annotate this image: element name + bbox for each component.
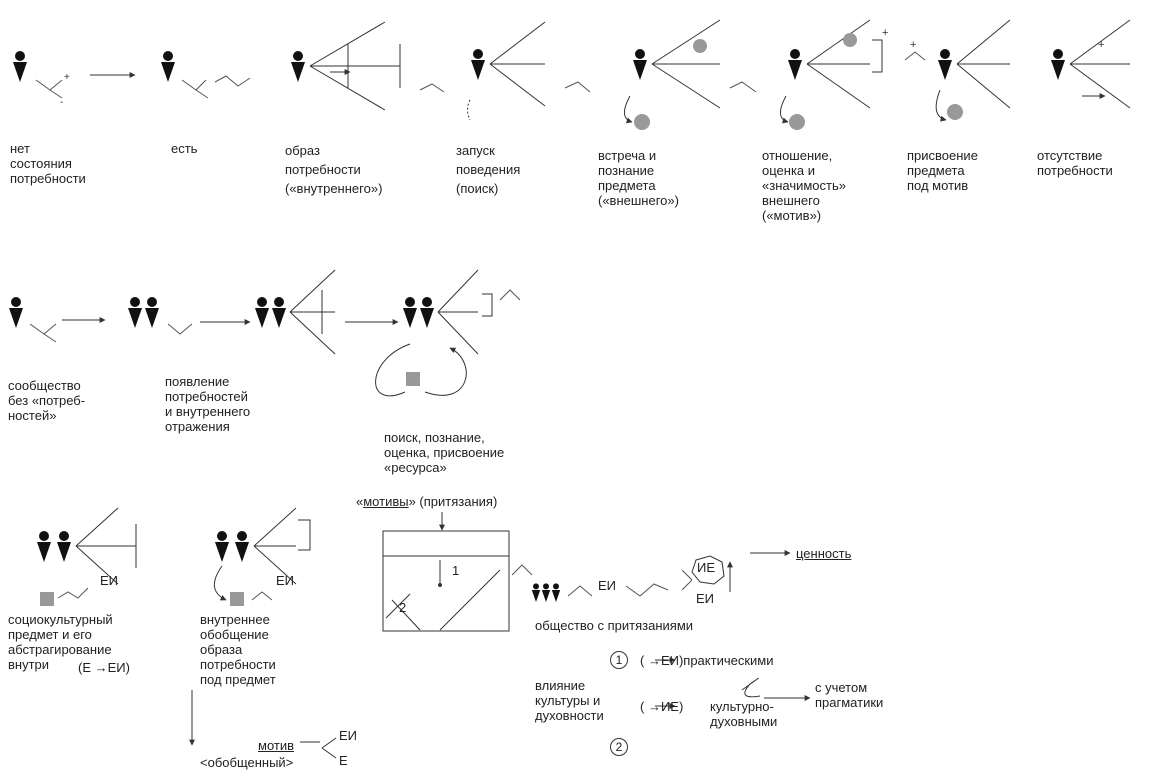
row3-motives-box [382,512,533,632]
row3-sociocultural-figure [37,507,137,606]
svg-text:-: - [60,97,63,108]
svg-text:+: + [1098,39,1104,51]
row1-label-2: есть [171,141,198,156]
motives-box-number-2: 2 [399,600,407,615]
row1-label-6: отношение,оценка и«значимость»внешнего(«… [762,148,846,223]
svg-text:+: + [882,27,888,39]
motive-label: мотив [258,738,295,753]
circle-number-1: 1 [610,651,628,669]
sociocultural-ei: ЕИ [100,573,119,588]
arrow-ie-label: ( →ИЕ) [640,699,684,714]
e-to-ei: (Е →ЕИ) [78,660,130,675]
circle-number-2: 2 [610,738,628,756]
row3-internal-gen-figure [189,507,337,759]
internal-gen-ei: ЕИ [276,573,295,588]
row2-stage1-figure [9,297,106,343]
value-label: ценность [796,546,852,561]
row1-stage4-figure [419,21,546,121]
row1-stage3-figure [291,21,401,111]
row1-stage1-figure: + - [13,51,70,108]
row2-stage4-figure [375,269,521,397]
row1-stage6-figure: + [729,19,888,130]
row3-society-figure [531,550,811,709]
motives-title: «мотивы» (притязания) [356,494,498,509]
svg-text:+: + [910,39,916,51]
generalized-label: <обобщенный> [200,755,294,770]
cultural-label: культурно-духовными [710,699,778,729]
motive-e: Е [339,753,348,768]
svg-text:+: + [64,72,70,83]
row1-stage7-figure: + [904,19,1011,122]
society-label: общество с притязаниями [535,618,694,633]
row1-stage5-figure [564,19,721,130]
row2-label-4: поиск, познание,оценка, присвоение«ресур… [384,430,505,475]
society-ei-2: ЕИ [696,591,715,606]
society-ei: ЕИ [598,578,617,593]
motive-ei: ЕИ [339,728,358,743]
motives-box-number-1: 1 [452,563,460,578]
row2-stage3-figure [255,269,399,355]
row1-stage2-figure [161,51,251,99]
practical-label: ( →ЕИ)практическими [640,653,774,668]
row2-stage2-figure [128,297,251,335]
ie-node: ИЕ [697,560,716,575]
row1-stage8-figure: + [1051,19,1131,109]
